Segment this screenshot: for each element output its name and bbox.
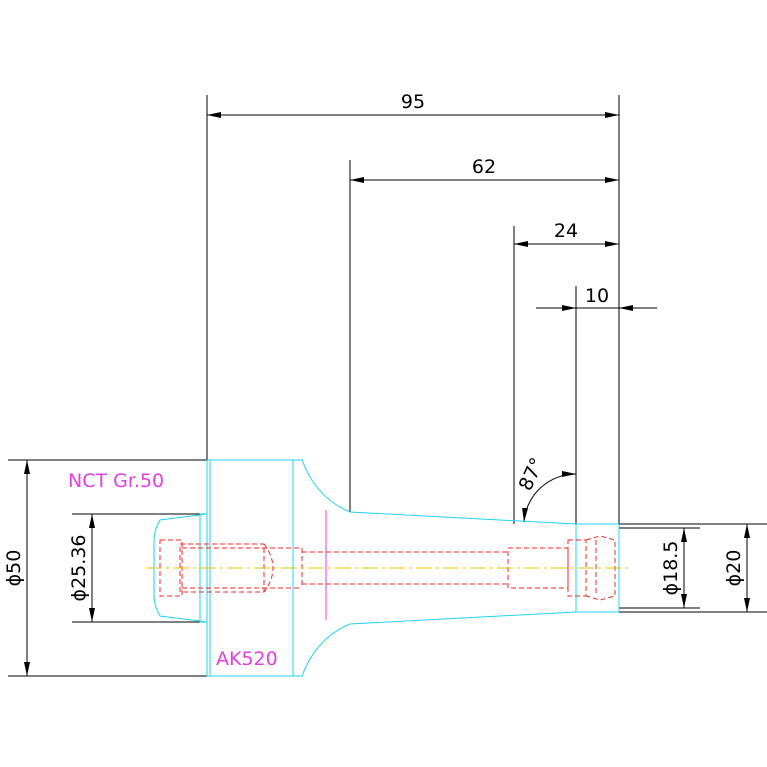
angle-label: 87° bbox=[515, 454, 549, 494]
dimension-10-label: 10 bbox=[585, 285, 609, 307]
spindle-interface-label: NCT Gr.50 bbox=[68, 470, 164, 492]
dimension-phi25-36: ϕ25.36 bbox=[68, 513, 200, 623]
dimension-62-label: 62 bbox=[472, 156, 496, 178]
dimension-24-label: 24 bbox=[554, 220, 578, 242]
dimension-10: 10 bbox=[536, 285, 657, 524]
dimension-62: 62 bbox=[349, 156, 619, 512]
dimension-95-label: 95 bbox=[401, 91, 425, 113]
dimension-95: 95 bbox=[206, 91, 620, 526]
dimension-phi25-36-label: ϕ25.36 bbox=[68, 535, 90, 602]
dimension-phi20: ϕ20 bbox=[619, 523, 767, 613]
dimension-phi50-label: ϕ50 bbox=[3, 550, 25, 587]
dimension-phi50: ϕ50 bbox=[3, 459, 207, 677]
dimension-phi18-5: ϕ18.5 bbox=[619, 527, 700, 609]
dimension-phi20-label: ϕ20 bbox=[723, 550, 745, 587]
part-outline bbox=[153, 459, 620, 677]
dimension-24: 24 bbox=[513, 220, 619, 524]
adapter-code-label: AK520 bbox=[216, 648, 278, 670]
angle-dimension: 87° bbox=[515, 454, 577, 523]
dimension-phi18-5-label: ϕ18.5 bbox=[660, 541, 682, 596]
